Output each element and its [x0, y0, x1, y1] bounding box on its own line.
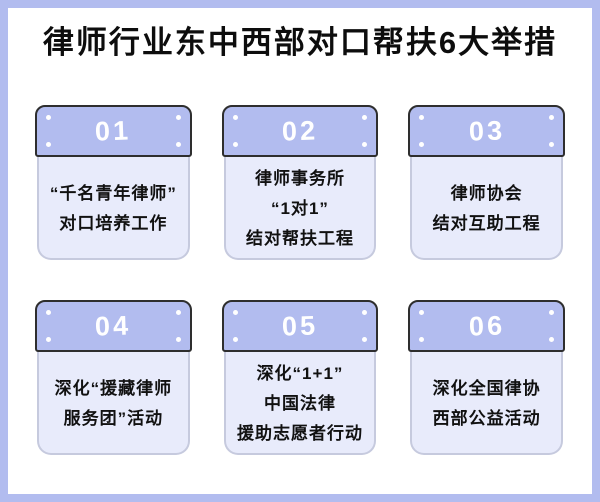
pin-dot-icon	[175, 337, 181, 343]
card-01-header: 01	[35, 105, 192, 158]
card-01-body: “千名青年律师” 对口培养工作	[37, 155, 190, 261]
card-text: 深化“1+1” 中国法律 援助志愿者行动	[236, 364, 363, 443]
pin-dot-icon	[549, 337, 554, 343]
card-05-header: 05	[221, 300, 379, 353]
card-05-body: 深化“1+1” 中国法律 援助志愿者行动	[223, 350, 377, 456]
pin-dot-icon	[46, 142, 51, 148]
pin-dot-icon	[175, 310, 181, 316]
card-06-header: 06	[408, 300, 565, 353]
card-04-body: 深化“援藏律师 服务团”活动	[37, 350, 190, 456]
card-text: “千名青年律师” 对口培养工作	[49, 183, 177, 233]
pin-dot-icon	[419, 115, 425, 121]
pin-dot-icon	[232, 337, 238, 343]
card-04: 04 深化“援藏律师 服务团”活动	[35, 300, 192, 456]
pin-dot-icon	[362, 142, 368, 148]
card-05: 05 深化“1+1” 中国法律 援助志愿者行动	[221, 300, 379, 456]
pin-dot-icon	[46, 337, 51, 343]
card-06: 06 深化全国律协 西部公益活动	[408, 300, 565, 456]
page-title: 律师行业东中西部对口帮扶6大举措	[42, 25, 558, 60]
card-text: 深化“援藏律师 服务团”活动	[54, 378, 173, 428]
card-number: 06	[468, 310, 506, 342]
pin-dot-icon	[175, 142, 181, 148]
card-number: 05	[281, 310, 319, 342]
pin-dot-icon	[419, 310, 425, 316]
card-02-body: 律师事务所 “1对1” 结对帮扶工程	[223, 155, 377, 261]
card-text: 律师事务所 “1对1” 结对帮扶工程	[245, 169, 354, 248]
card-02-header: 02	[221, 105, 379, 158]
card-06-body: 深化全国律协 西部公益活动	[410, 350, 563, 456]
card-number: 02	[281, 115, 319, 147]
card-03-header: 03	[408, 105, 565, 158]
card-01: 01 “千名青年律师” 对口培养工作	[35, 105, 192, 261]
card-02: 02 律师事务所 “1对1” 结对帮扶工程	[221, 105, 379, 261]
card-number: 04	[94, 310, 132, 342]
card-number: 03	[468, 115, 506, 147]
cards-grid: 01 “千名青年律师” 对口培养工作 02 律师事务所 “1对1” 结对帮扶工程	[35, 105, 565, 456]
card-03-body: 律师协会 结对互助工程	[410, 155, 563, 261]
card-text: 深化全国律协 西部公益活动	[432, 378, 541, 428]
card-04-header: 04	[35, 300, 192, 353]
pin-dot-icon	[232, 142, 238, 148]
pin-dot-icon	[549, 142, 554, 148]
pin-dot-icon	[232, 115, 238, 121]
card-number: 01	[94, 115, 132, 147]
pin-dot-icon	[46, 310, 51, 316]
pin-dot-icon	[175, 115, 181, 121]
pin-dot-icon	[549, 310, 554, 316]
pin-dot-icon	[419, 337, 425, 343]
card-03: 03 律师协会 结对互助工程	[408, 105, 565, 261]
pin-dot-icon	[232, 310, 238, 316]
pin-dot-icon	[362, 115, 368, 121]
pin-dot-icon	[362, 310, 368, 316]
pin-dot-icon	[46, 115, 51, 121]
pin-dot-icon	[419, 142, 425, 148]
pin-dot-icon	[362, 337, 368, 343]
pin-dot-icon	[549, 115, 554, 121]
card-text: 律师协会 结对互助工程	[432, 183, 541, 233]
